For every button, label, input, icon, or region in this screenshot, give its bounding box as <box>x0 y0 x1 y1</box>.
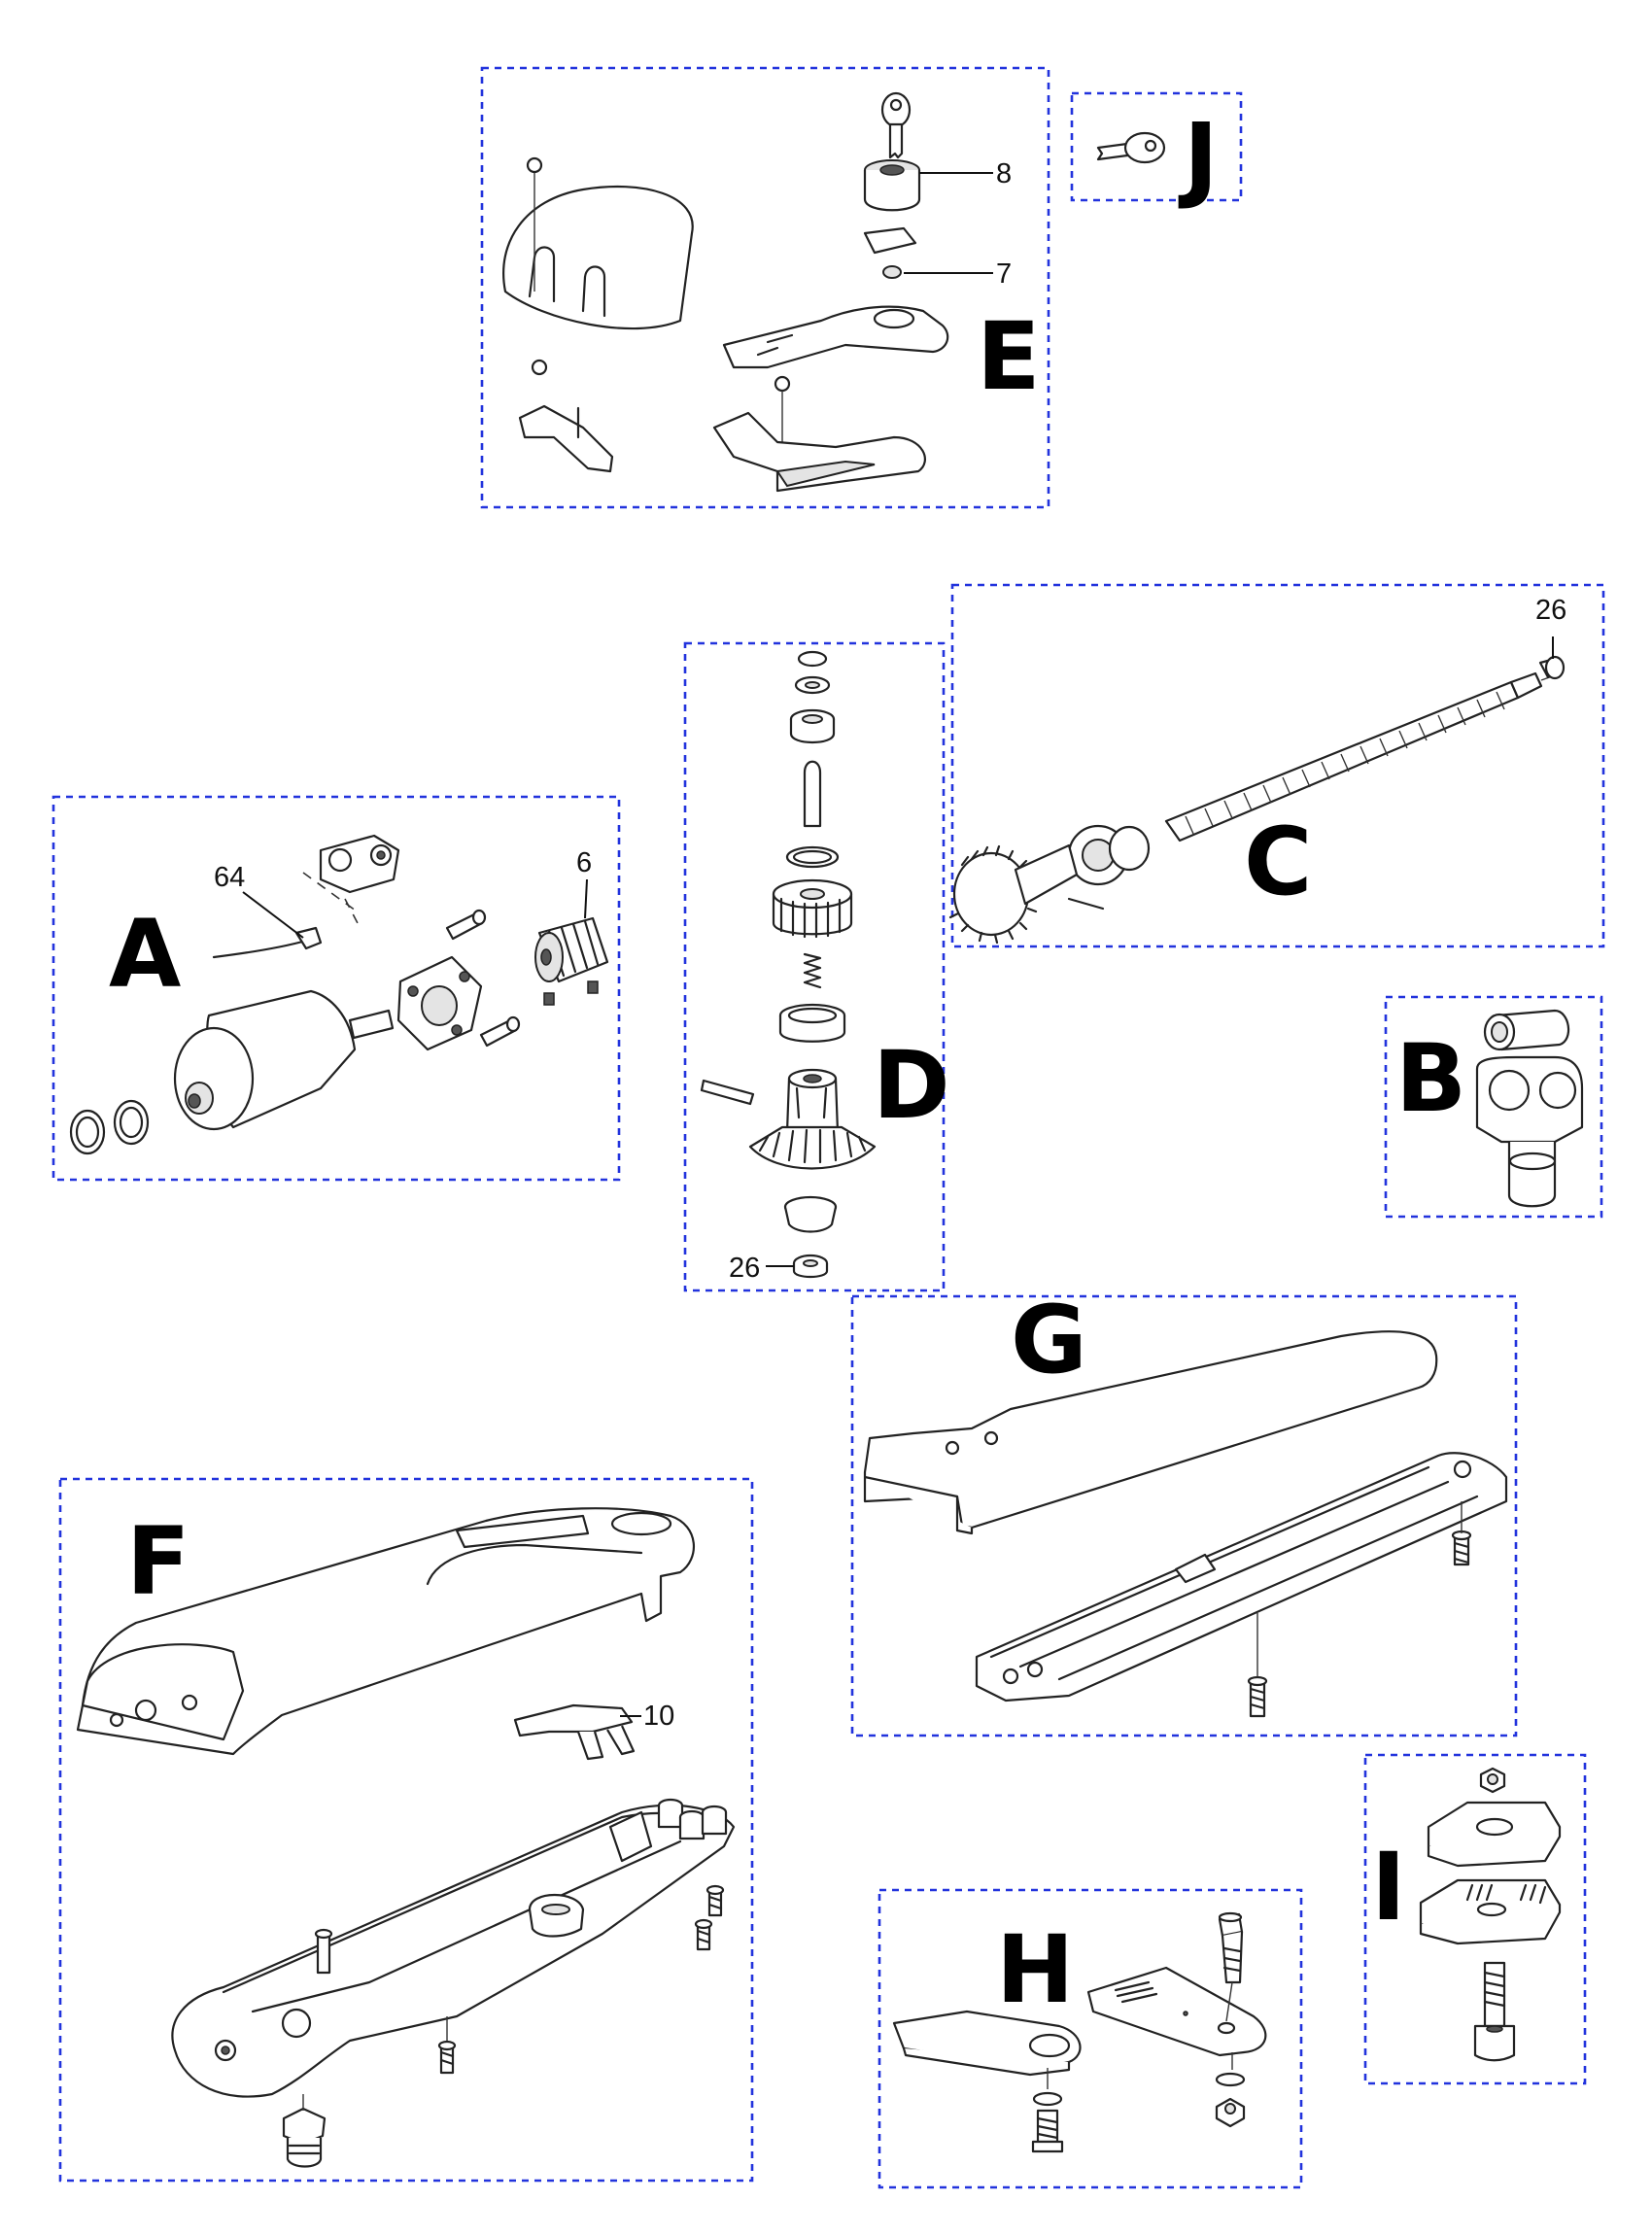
f-clip <box>513 1703 636 1761</box>
c-lead-screw <box>1164 680 1520 842</box>
d-pin <box>803 760 822 828</box>
e-key <box>880 91 912 159</box>
f-base-tray <box>171 1804 736 2098</box>
group-b-letter: B <box>1395 1024 1466 1133</box>
group-d: 26 D <box>683 641 950 1292</box>
h-flat-link <box>892 2010 1082 2077</box>
group-g: G <box>850 1286 1518 1737</box>
callout-7: 7 <box>996 258 1012 290</box>
group-h-frame <box>878 1888 1303 2189</box>
d-spur-gear <box>772 878 853 939</box>
callout-26-d: 26 <box>729 1253 760 1284</box>
d-bevel-shaft <box>748 1068 877 1170</box>
group-g-frame <box>850 1294 1518 1737</box>
h-bolt-top <box>1218 1911 1244 1984</box>
g-screw-right <box>1451 1530 1472 1566</box>
group-f: F 10 <box>58 1477 754 2183</box>
i-lower-plate <box>1419 1878 1562 1945</box>
callout-26-c: 26 <box>1535 595 1566 626</box>
f-bottom-nut <box>282 2107 327 2168</box>
callout-6: 6 <box>576 847 592 878</box>
f-bosses <box>608 1798 728 1863</box>
group-g-letter: G <box>1011 1286 1087 1394</box>
a-wire <box>212 939 308 959</box>
group-j-letter: J <box>1178 103 1219 212</box>
h-cover-plate <box>1086 1966 1267 2057</box>
d-bushing <box>778 1003 846 1043</box>
callout-10: 10 <box>643 1701 674 1732</box>
group-f-frame <box>58 1477 754 2183</box>
d-spring <box>803 952 822 989</box>
d-key-bar <box>700 1079 755 1106</box>
d-lower-cap <box>783 1195 838 1233</box>
e-release-lever <box>712 411 926 493</box>
group-d-letter: D <box>873 1031 950 1140</box>
g-top-cover <box>863 1330 1438 1530</box>
a-motor <box>173 989 395 1131</box>
h-washer-left <box>1032 2091 1063 2107</box>
group-h: H <box>878 1888 1303 2189</box>
group-e-letter: E <box>977 302 1041 411</box>
a-worm-gear <box>534 916 609 983</box>
group-a-letter: A <box>109 900 181 1009</box>
group-a: 64 <box>52 795 621 1182</box>
d-bottom-bearing <box>792 1254 829 1279</box>
group-b: B <box>1384 995 1603 1219</box>
i-upper-plate <box>1427 1801 1562 1868</box>
group-i-frame <box>1363 1753 1587 2085</box>
h-washer-right <box>1215 2072 1246 2087</box>
a-brush-plate <box>396 955 483 1051</box>
h-nut-right <box>1215 2097 1246 2128</box>
group-b-frame <box>1384 995 1603 1219</box>
group-c-letter: C <box>1244 808 1312 916</box>
e-bracket <box>518 404 614 473</box>
callout-64: 64 <box>214 862 245 893</box>
b-bracket <box>1475 1055 1584 1208</box>
group-i: I <box>1363 1753 1587 2085</box>
f-center-hub <box>528 1893 585 1938</box>
group-j-frame <box>1070 91 1243 202</box>
e-cover <box>502 185 694 330</box>
group-f-letter: F <box>126 1507 190 1616</box>
d-o-ring <box>797 650 828 668</box>
j-key <box>1096 131 1166 164</box>
callout-8: 8 <box>996 158 1012 189</box>
h-bolt-bottom <box>1031 2109 1064 2153</box>
group-j: J <box>1070 91 1243 212</box>
group-e: 8 7 E <box>480 66 1050 509</box>
c-thread-lines <box>1185 691 1505 835</box>
g-screw-bottom <box>1247 1675 1268 1718</box>
i-bolt <box>1473 1961 1516 2062</box>
e-washer <box>863 226 917 255</box>
group-c-frame <box>950 583 1605 948</box>
group-a-frame <box>52 795 621 1182</box>
e-lock-cylinder <box>863 159 921 212</box>
b-sleeve <box>1483 1009 1570 1051</box>
f-screw-3 <box>437 2040 457 2075</box>
group-d-frame <box>683 641 946 1292</box>
group-e-frame <box>480 66 1050 509</box>
c-bevel-gear <box>948 843 1079 945</box>
f-screw-1 <box>706 1884 725 1917</box>
f-screw-2 <box>694 1918 713 1951</box>
group-c: 26 C <box>948 583 1605 948</box>
group-h-letter: H <box>996 1915 1074 2024</box>
i-nut <box>1479 1767 1506 1794</box>
e-arm-plate <box>722 305 949 369</box>
a-switch <box>319 834 400 894</box>
group-i-letter: I <box>1371 1833 1406 1942</box>
d-bearing-top <box>789 708 836 743</box>
